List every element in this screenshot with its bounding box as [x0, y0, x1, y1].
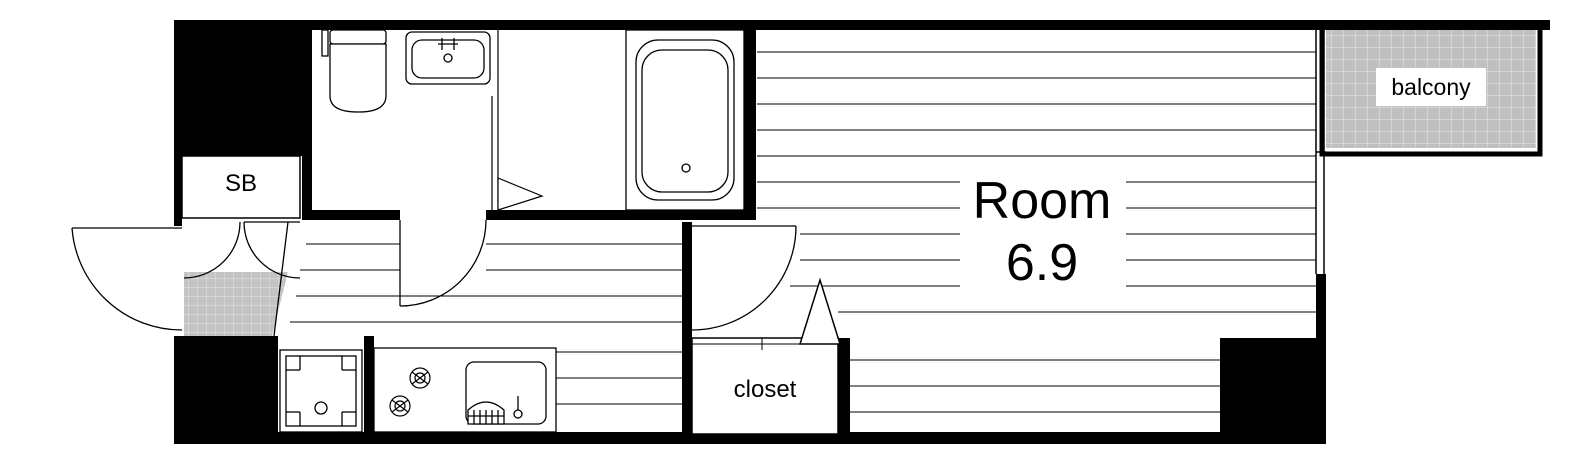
- room-door[interactable]: [687, 225, 797, 332]
- walls: [174, 20, 1550, 444]
- washing-machine: [279, 349, 363, 433]
- closet-label: closet: [734, 376, 797, 403]
- room-floor-lines: [757, 51, 1316, 413]
- bathtub: [625, 29, 745, 211]
- bathroom-door[interactable]: [399, 219, 487, 307]
- gas-stove: [389, 367, 431, 417]
- hallway-floor-lines: [290, 243, 682, 405]
- entrance-tile: [184, 272, 288, 336]
- shoe-box-label: SB: [225, 170, 257, 197]
- wash-basin: [405, 31, 491, 85]
- room-size-label: 6.9: [1006, 234, 1078, 292]
- closet-frame: [691, 337, 839, 435]
- closet-door-marker[interactable]: [798, 277, 842, 345]
- shower-partition: [491, 30, 544, 211]
- balcony-label: balcony: [1391, 74, 1471, 100]
- toilet: [321, 29, 387, 113]
- shoe-box: [181, 155, 301, 219]
- kitchen-sink: [465, 361, 547, 425]
- entrance-door[interactable]: [71, 221, 301, 337]
- balcony-window[interactable]: [1315, 30, 1326, 274]
- balcony-label-box: [1376, 68, 1486, 106]
- room-name-label: Room: [973, 172, 1112, 230]
